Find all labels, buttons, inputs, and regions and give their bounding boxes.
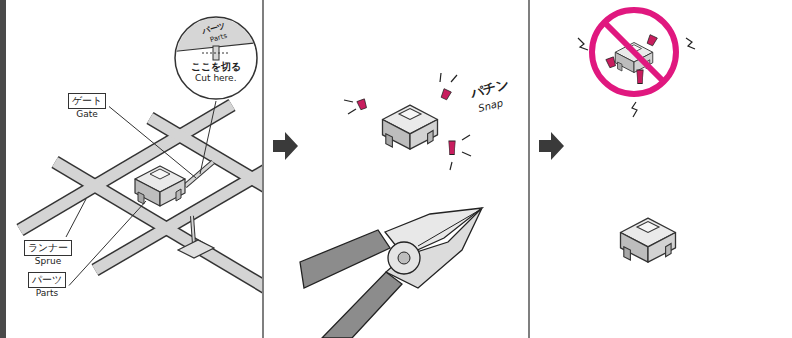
cut-line bbox=[202, 53, 230, 54]
callout-circle: パーツPartsここを切るCut here. bbox=[174, 16, 258, 100]
panel-divider bbox=[528, 0, 530, 338]
gate-nub bbox=[440, 89, 451, 101]
part bbox=[383, 105, 438, 149]
gate-nub bbox=[637, 70, 643, 84]
label-text: パーツ bbox=[28, 272, 66, 288]
label-tag: ランナーSprue bbox=[24, 240, 72, 266]
gate-nub bbox=[449, 141, 455, 155]
label-text: ゲート bbox=[68, 93, 106, 109]
label-text: Gate bbox=[74, 109, 100, 119]
nipper bbox=[300, 208, 482, 338]
prohibition-sign bbox=[592, 10, 676, 94]
gate bbox=[185, 162, 213, 186]
leader-line bbox=[109, 107, 196, 179]
part bbox=[135, 166, 185, 206]
sparks bbox=[578, 38, 695, 117]
leader-line bbox=[69, 201, 146, 286]
gate-nub bbox=[357, 99, 368, 110]
label-text: Sprue bbox=[33, 256, 63, 266]
label-text: Parts bbox=[34, 288, 60, 298]
sprue bbox=[20, 105, 262, 293]
sprue-tag bbox=[178, 240, 214, 258]
label-text: Cut here. bbox=[195, 74, 237, 84]
label-text: ここを切る bbox=[191, 61, 241, 72]
sparks bbox=[344, 73, 471, 170]
step-arrow bbox=[273, 132, 298, 160]
leader-line bbox=[200, 101, 216, 174]
gate-nub bbox=[606, 57, 617, 68]
leader-line bbox=[66, 199, 86, 237]
part bbox=[621, 218, 676, 262]
label-tag: ゲートGate bbox=[68, 93, 106, 119]
panel-divider bbox=[262, 0, 264, 338]
edge-strip bbox=[0, 0, 6, 338]
label-tag: パーツParts bbox=[28, 272, 66, 298]
gate-nub bbox=[646, 35, 657, 47]
label-text: ランナー bbox=[24, 240, 72, 256]
step-arrow bbox=[539, 132, 564, 160]
